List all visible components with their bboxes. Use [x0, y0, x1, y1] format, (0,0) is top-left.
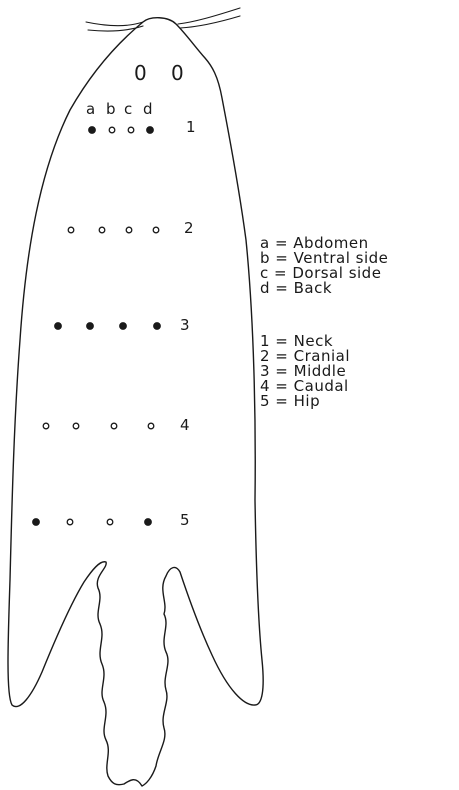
dot-3b: [87, 323, 94, 330]
dot-5b: [67, 519, 73, 525]
legend-rows: 1 = Neck 2 = Cranial 3 = Middle 4 = Caud…: [260, 334, 350, 409]
dot-2a: [68, 227, 74, 233]
dot-3d: [154, 323, 161, 330]
dot-2d: [153, 227, 159, 233]
eyes: 0 0: [134, 61, 184, 85]
eye-left: 0: [134, 61, 147, 85]
dot-2c: [126, 227, 132, 233]
legend-item-5: 5 = Hip: [260, 394, 350, 409]
legend-columns: a = Abdomen b = Ventral side c = Dorsal …: [260, 236, 388, 296]
column-letter-a: a: [86, 100, 95, 118]
dot-4d: [148, 423, 154, 429]
dot-1a: [89, 127, 96, 134]
dot-1c: [128, 127, 134, 133]
dot-5d: [145, 519, 152, 526]
dot-3a: [55, 323, 62, 330]
legend-item-d: d = Back: [260, 281, 388, 296]
column-letter-b: b: [106, 100, 116, 118]
eye-right: 0: [171, 61, 184, 85]
dot-4b: [73, 423, 79, 429]
row-number-3: 3: [180, 316, 190, 334]
row-number-4: 4: [180, 416, 190, 434]
column-letter-c: c: [124, 100, 132, 118]
column-letters: a b c d: [86, 100, 153, 118]
row-number-5: 5: [180, 511, 190, 529]
column-letter-d: d: [143, 100, 153, 118]
dot-3c: [120, 323, 127, 330]
pelt-outline: [8, 18, 263, 786]
row-number-1: 1: [186, 118, 196, 136]
dot-2b: [99, 227, 105, 233]
dot-1b: [109, 127, 115, 133]
row-number-2: 2: [184, 219, 194, 237]
dot-5c: [107, 519, 113, 525]
row-numbers: 1 2 3 4 5: [180, 118, 196, 529]
dot-4c: [111, 423, 117, 429]
dot-4a: [43, 423, 49, 429]
dot-5a: [33, 519, 40, 526]
measurement-dots: [33, 127, 161, 526]
whiskers: [86, 8, 240, 31]
dot-1d: [147, 127, 154, 134]
